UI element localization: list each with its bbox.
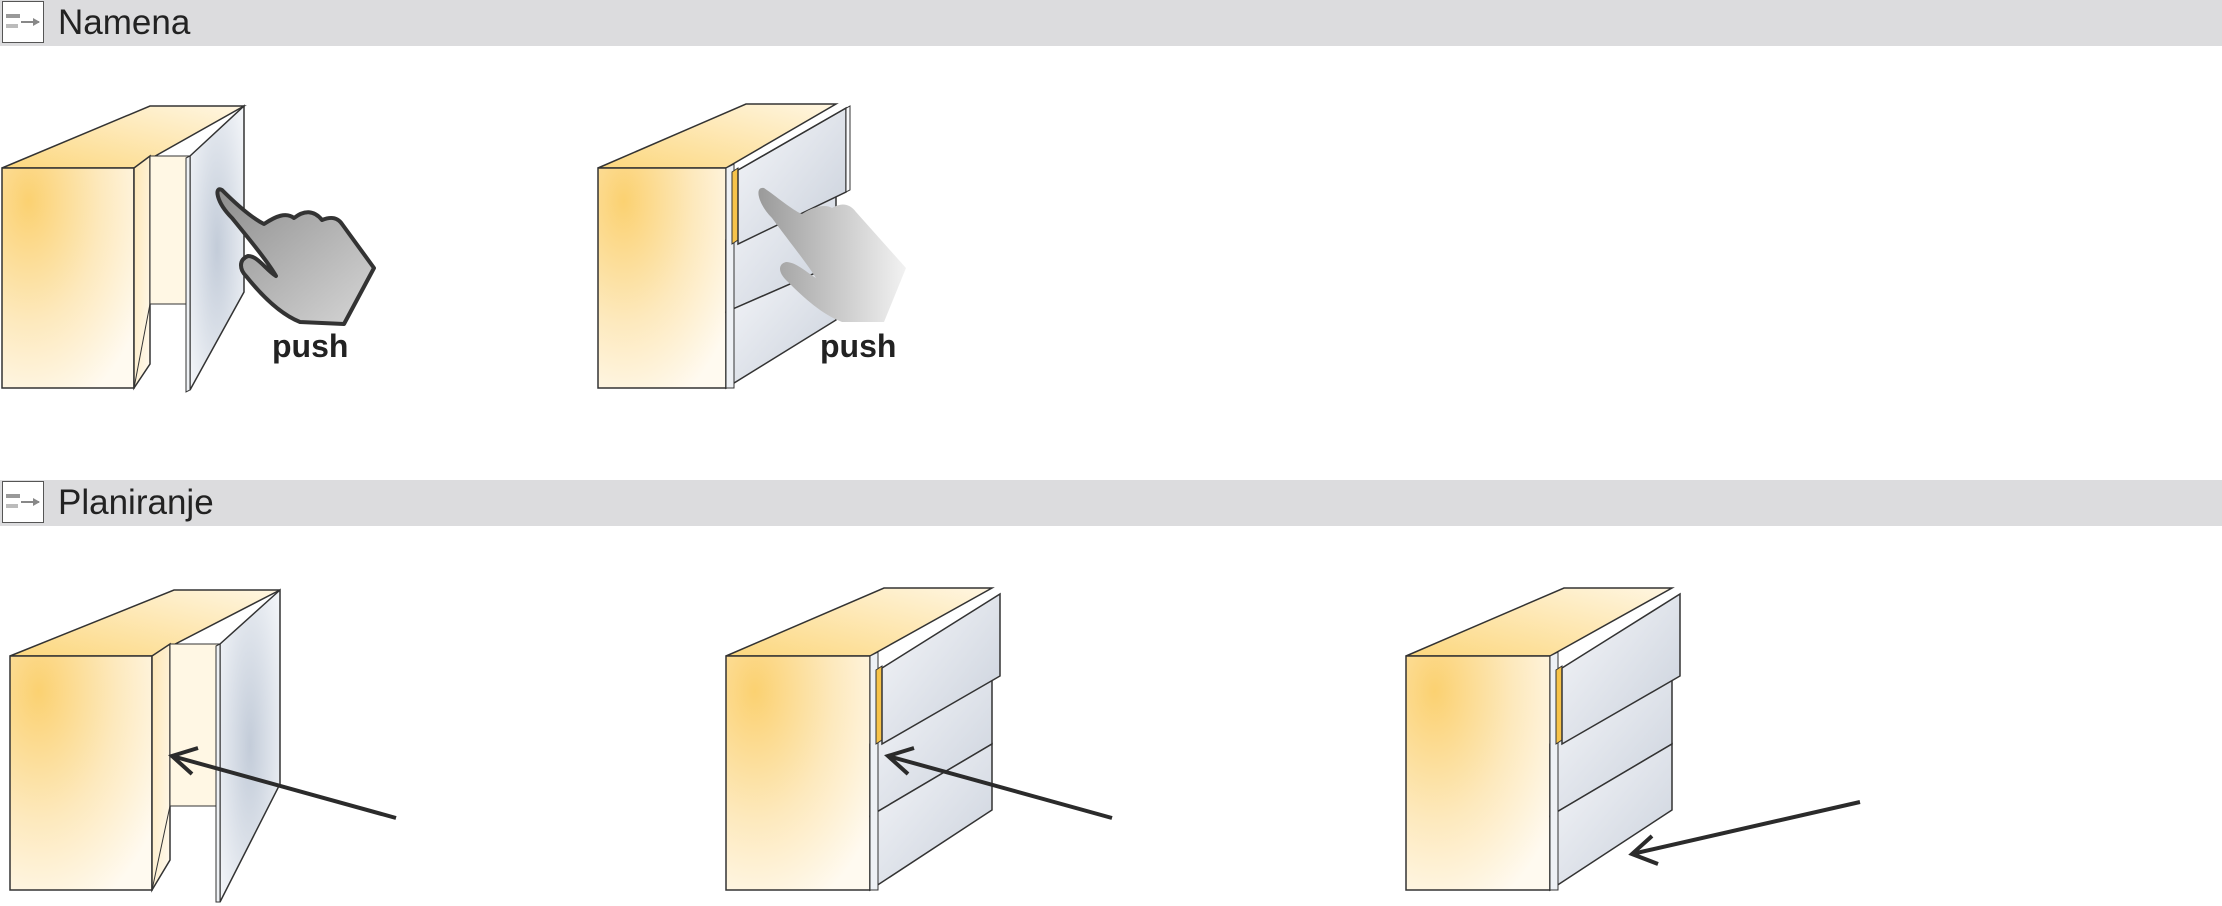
cabinet-door-arrow <box>9 588 397 903</box>
section-title: Namena <box>58 3 191 42</box>
cabinet-door-push <box>1 104 376 393</box>
section-bar-namena: Namena <box>0 0 2222 46</box>
cabinet-drawer-push <box>597 103 906 390</box>
section-diagram-icon <box>2 1 44 43</box>
cabinet-drawers-arrow-bottom <box>1405 587 1861 892</box>
push-label: push <box>272 328 349 364</box>
arrow-icon <box>884 746 1113 820</box>
section-title: Planiranje <box>58 483 214 522</box>
push-label: push <box>820 328 897 364</box>
section-diagram-icon <box>2 481 44 523</box>
hand-pointer-icon <box>758 187 906 322</box>
cabinet-drawers-arrow-top <box>725 587 1113 892</box>
arrow-icon <box>168 746 397 820</box>
hand-pointer-icon <box>215 187 376 326</box>
arrow-icon <box>1628 800 1861 866</box>
section-bar-planiranje: Planiranje <box>0 480 2222 526</box>
